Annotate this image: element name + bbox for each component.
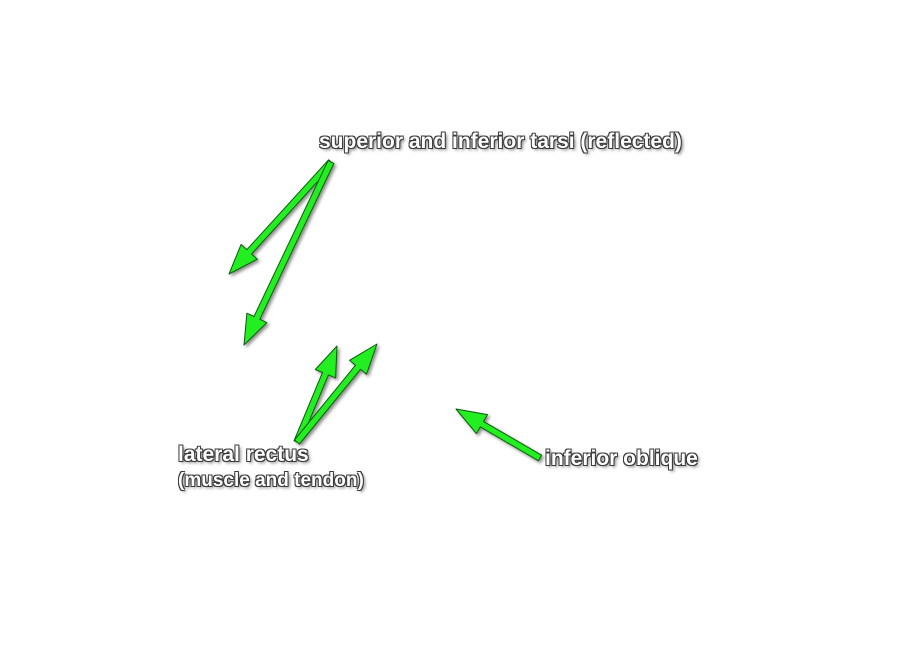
arrow-inferior-oblique <box>455 408 543 462</box>
label-inferior-oblique: inferior oblique <box>545 447 698 470</box>
label-lateral-rectus: lateral rectus <box>178 443 309 466</box>
label-superior-inferior-tarsi: superior and inferior tarsi (reflected) <box>319 130 682 153</box>
arrow-tarsi-1 <box>228 159 334 275</box>
arrow-lateral-rectus-1 <box>293 345 338 444</box>
arrow-tarsi-2 <box>243 160 335 346</box>
arrow-lateral-rectus-2 <box>294 343 378 445</box>
label-lateral-rectus-subtitle: (muscle and tendon) <box>178 470 364 491</box>
